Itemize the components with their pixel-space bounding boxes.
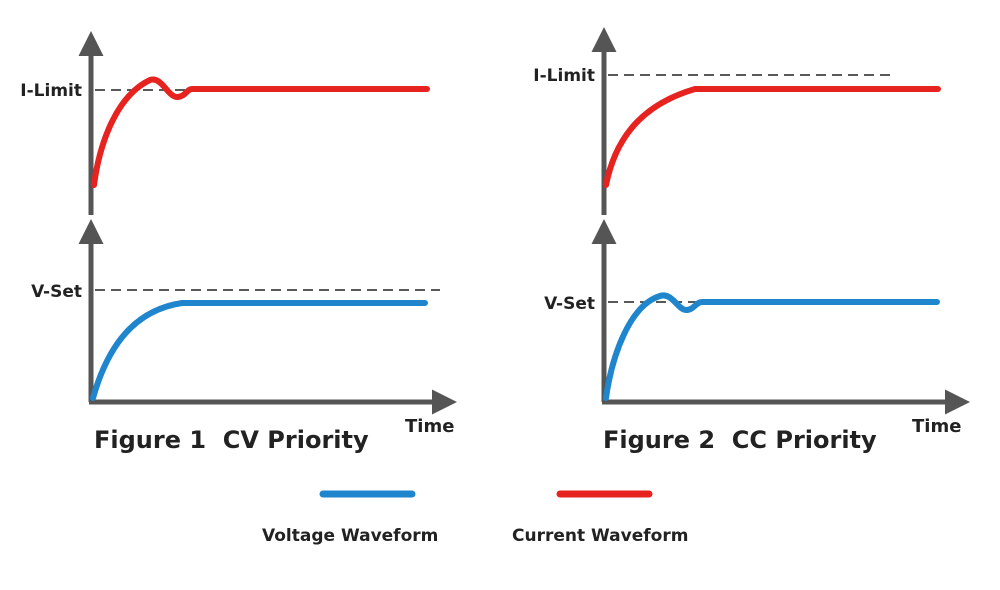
fig1-i-limit-label: I-Limit (20, 81, 82, 101)
legend: Voltage Waveform Current Waveform (262, 490, 688, 546)
fig2-v-set-label: V-Set (544, 294, 595, 314)
fig2-caption: Figure 2 CC Priority (603, 426, 877, 454)
figure-2-cc-priority: I-Limit V-Set Time Figure 2 CC Priority (533, 27, 970, 454)
fig2-current-waveform (603, 86, 941, 188)
fig1-voltage-waveform (90, 300, 428, 401)
legend-voltage-label: Voltage Waveform (262, 526, 438, 546)
fig1-time-label: Time (405, 416, 454, 437)
fig2-voltage-waveform (603, 292, 940, 401)
fig1-v-set-label: V-Set (31, 282, 82, 302)
fig1-current-waveform (91, 76, 430, 188)
fig1-caption: Figure 1 CV Priority (94, 426, 369, 454)
fig2-i-limit-label: I-Limit (533, 66, 595, 86)
legend-current-label: Current Waveform (512, 526, 688, 546)
fig2-time-label: Time (912, 416, 961, 437)
figure-1-cv-priority: I-Limit V-Set Time Figure 1 CV Priority (20, 31, 457, 454)
